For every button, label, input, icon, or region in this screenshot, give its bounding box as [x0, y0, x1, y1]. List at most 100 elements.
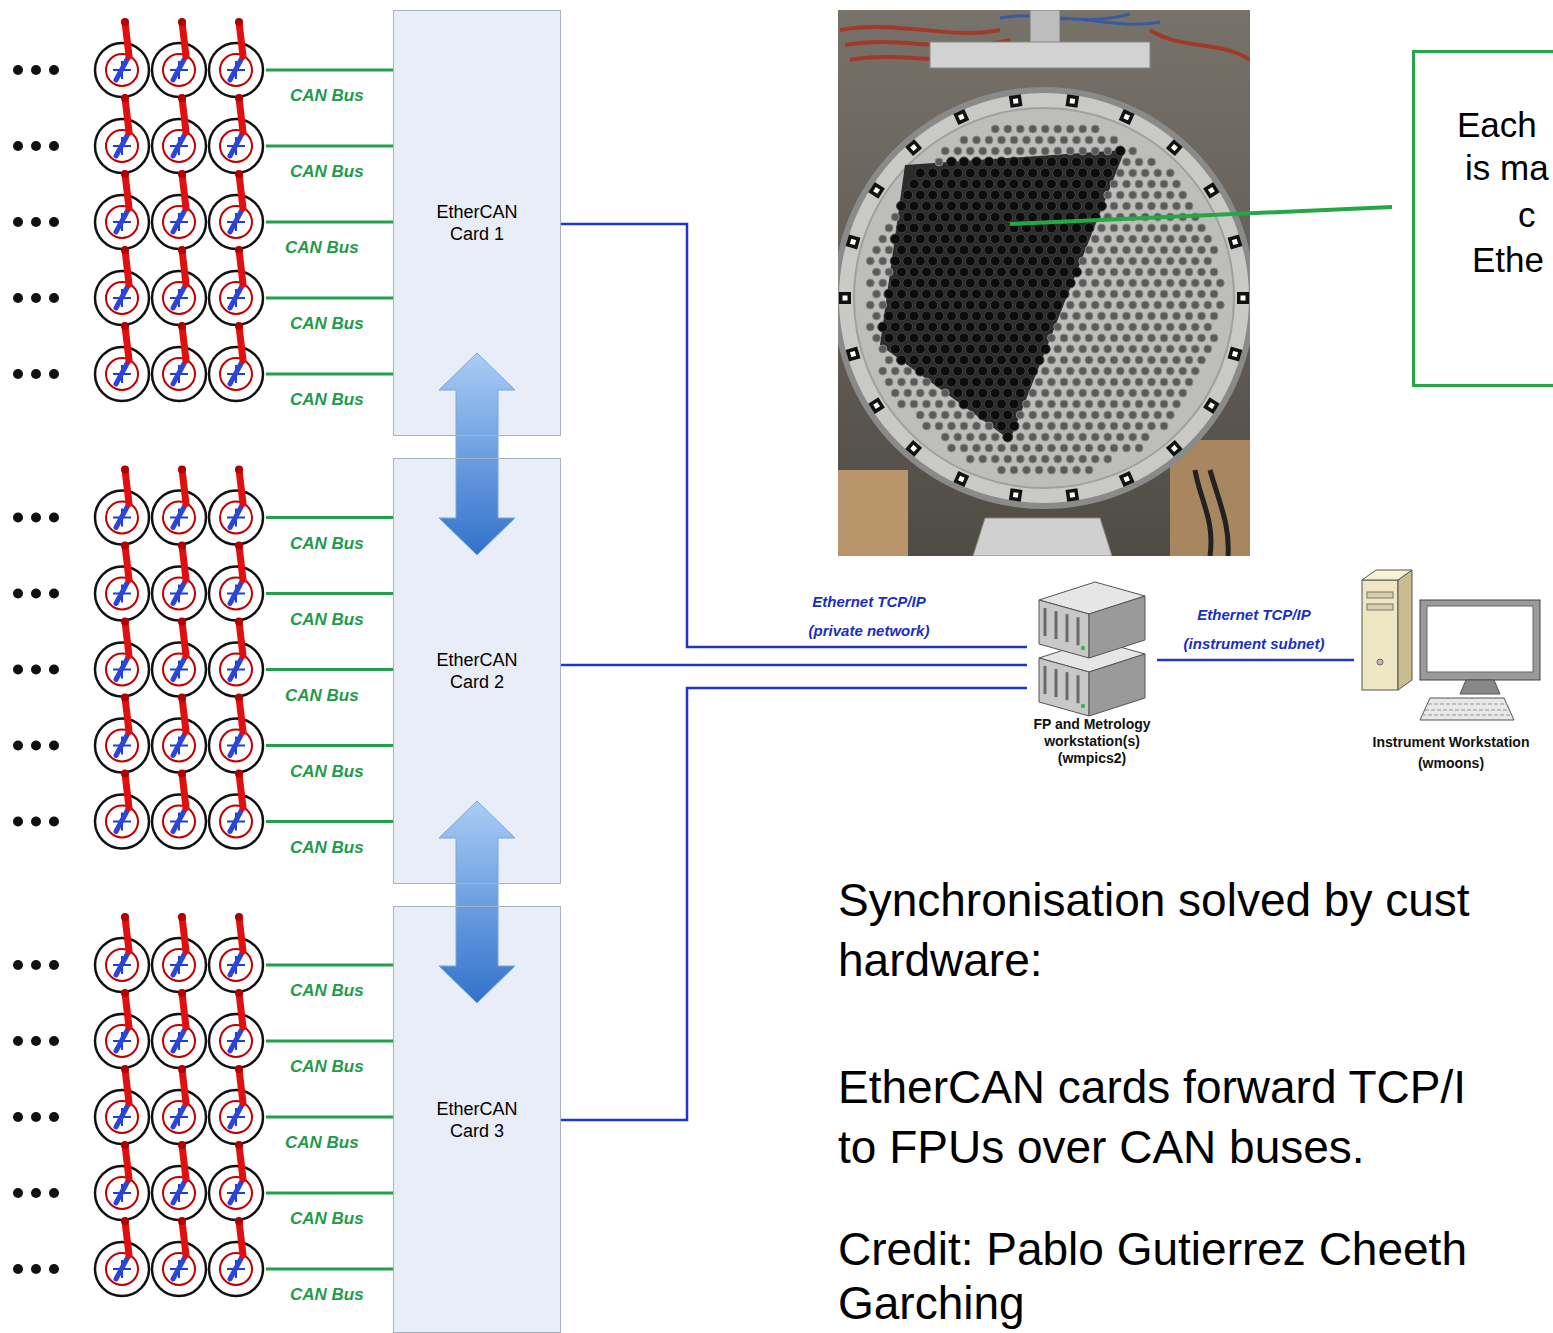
ellipsis-dot [49, 960, 59, 970]
fpu-dot [879, 257, 887, 265]
fpu-alpha-arm [173, 360, 186, 384]
fpu-symbol [209, 770, 263, 849]
fpu-dot [1084, 223, 1094, 233]
fpu-dot [1040, 300, 1050, 310]
fpu-dot [1123, 268, 1131, 276]
server-side [1089, 654, 1145, 716]
fpu-alpha-circle [163, 949, 195, 981]
fpu-dot [1047, 267, 1057, 277]
fpu-dot [1173, 268, 1181, 276]
fpu-dot [1198, 356, 1206, 364]
fpu-dot [1079, 125, 1087, 133]
ellipsis-dot [31, 1188, 41, 1198]
fpu-row [13, 170, 393, 249]
fpu-dot [1129, 323, 1137, 331]
fpu-beta-arm [182, 22, 186, 56]
fpu-dot [1035, 400, 1043, 408]
fpu-dot [941, 389, 949, 397]
fpu-dot [1179, 279, 1187, 287]
fpu-dot [1116, 323, 1124, 331]
fpu-dot [1003, 344, 1013, 354]
rim-marker-outer [868, 397, 885, 414]
fpu-symbol [152, 1065, 206, 1144]
fpu-dot [1166, 257, 1174, 265]
rim-marker-outer [868, 182, 885, 199]
fpu-alpha-circle [220, 54, 252, 86]
fpu-dot [1204, 257, 1212, 265]
fpu-dot [1015, 190, 1025, 200]
fpu-dot [1054, 323, 1062, 331]
rim-marker-inner [873, 187, 880, 194]
fpu-dot [1148, 224, 1156, 232]
ellipsis-dot [13, 589, 23, 599]
fpu-outline [95, 795, 149, 849]
fpu-dot [1085, 334, 1093, 342]
fpu-dot [1185, 356, 1193, 364]
fpu-dot [1135, 422, 1143, 430]
fpu-dot [972, 355, 982, 365]
fpu-dot [991, 455, 999, 463]
fpu-dot [1135, 400, 1143, 408]
fpu-dot [990, 300, 1000, 310]
fpu-dot [1141, 279, 1149, 287]
fpu-dot [959, 355, 969, 365]
fpu-dot [903, 300, 913, 310]
fpu-alpha-arm [116, 951, 129, 975]
fpu-dot [997, 355, 1007, 365]
fpu-dot [1009, 289, 1019, 299]
fpu-alpha-circle [220, 358, 252, 390]
fpu-alpha-circle [220, 949, 252, 981]
rim-marker-outer [905, 139, 922, 156]
fpu-dot [1110, 224, 1118, 232]
workstation-node: Instrument Workstation (wmoons) [1354, 562, 1548, 774]
tower-drive [1367, 592, 1393, 598]
fpu-dot [965, 168, 975, 178]
rim-marker-inner [1232, 239, 1238, 245]
fpu-beta-arm [182, 1069, 186, 1103]
fpu-row [13, 94, 393, 173]
signal-label: CAN Bus [290, 1284, 364, 1306]
rim-marker-inner [1069, 492, 1075, 498]
fpu-dot [1185, 202, 1193, 210]
fpu-dot [1173, 180, 1181, 188]
ellipsis-dot [49, 665, 59, 675]
fpu-outline [209, 271, 263, 325]
fpu-beta-arm [125, 546, 129, 580]
fpu-dot [1154, 345, 1162, 353]
fpu-alpha-circle [163, 1253, 195, 1285]
fpu-outline [95, 567, 149, 621]
fpu-dot [1073, 290, 1081, 298]
fpu-dot [890, 278, 900, 288]
rim-marker-outer [1203, 182, 1220, 199]
fpu-alpha-circle [106, 1253, 138, 1285]
fpu-dot [1185, 312, 1193, 320]
fpu-dot [978, 322, 988, 332]
can-bus-wire [266, 69, 393, 72]
fpu-dot [1179, 235, 1187, 243]
fpu-beta-arm [239, 1221, 243, 1255]
fpu-dot [1129, 191, 1137, 199]
fpu-dot [1003, 212, 1013, 222]
ellipsis-dot [31, 513, 41, 523]
fpu-alpha-circle [163, 206, 195, 238]
ellipsis-dot [49, 741, 59, 751]
fpu-outline [95, 119, 149, 173]
fpu-dot [1123, 224, 1131, 232]
fpu-dot [1003, 322, 1013, 332]
fpu-outline [152, 491, 206, 545]
server-front [1039, 600, 1089, 658]
fpu-dot [1060, 136, 1068, 144]
fpu-dot [897, 311, 907, 321]
fpu-alpha-circle [220, 1253, 252, 1285]
fpu-dot [1009, 267, 1019, 277]
rim-marker [1009, 94, 1023, 108]
fpu-dot [1073, 444, 1081, 452]
fpu-dot [915, 168, 925, 178]
fpu-outline [209, 1242, 263, 1296]
fpu-dot [985, 422, 993, 430]
fpu-alpha-circle [106, 654, 138, 686]
fpu-dot [909, 179, 919, 189]
fpu-dot [1129, 433, 1137, 441]
rim-marker [1237, 292, 1249, 304]
fpu-dot [1015, 344, 1025, 354]
